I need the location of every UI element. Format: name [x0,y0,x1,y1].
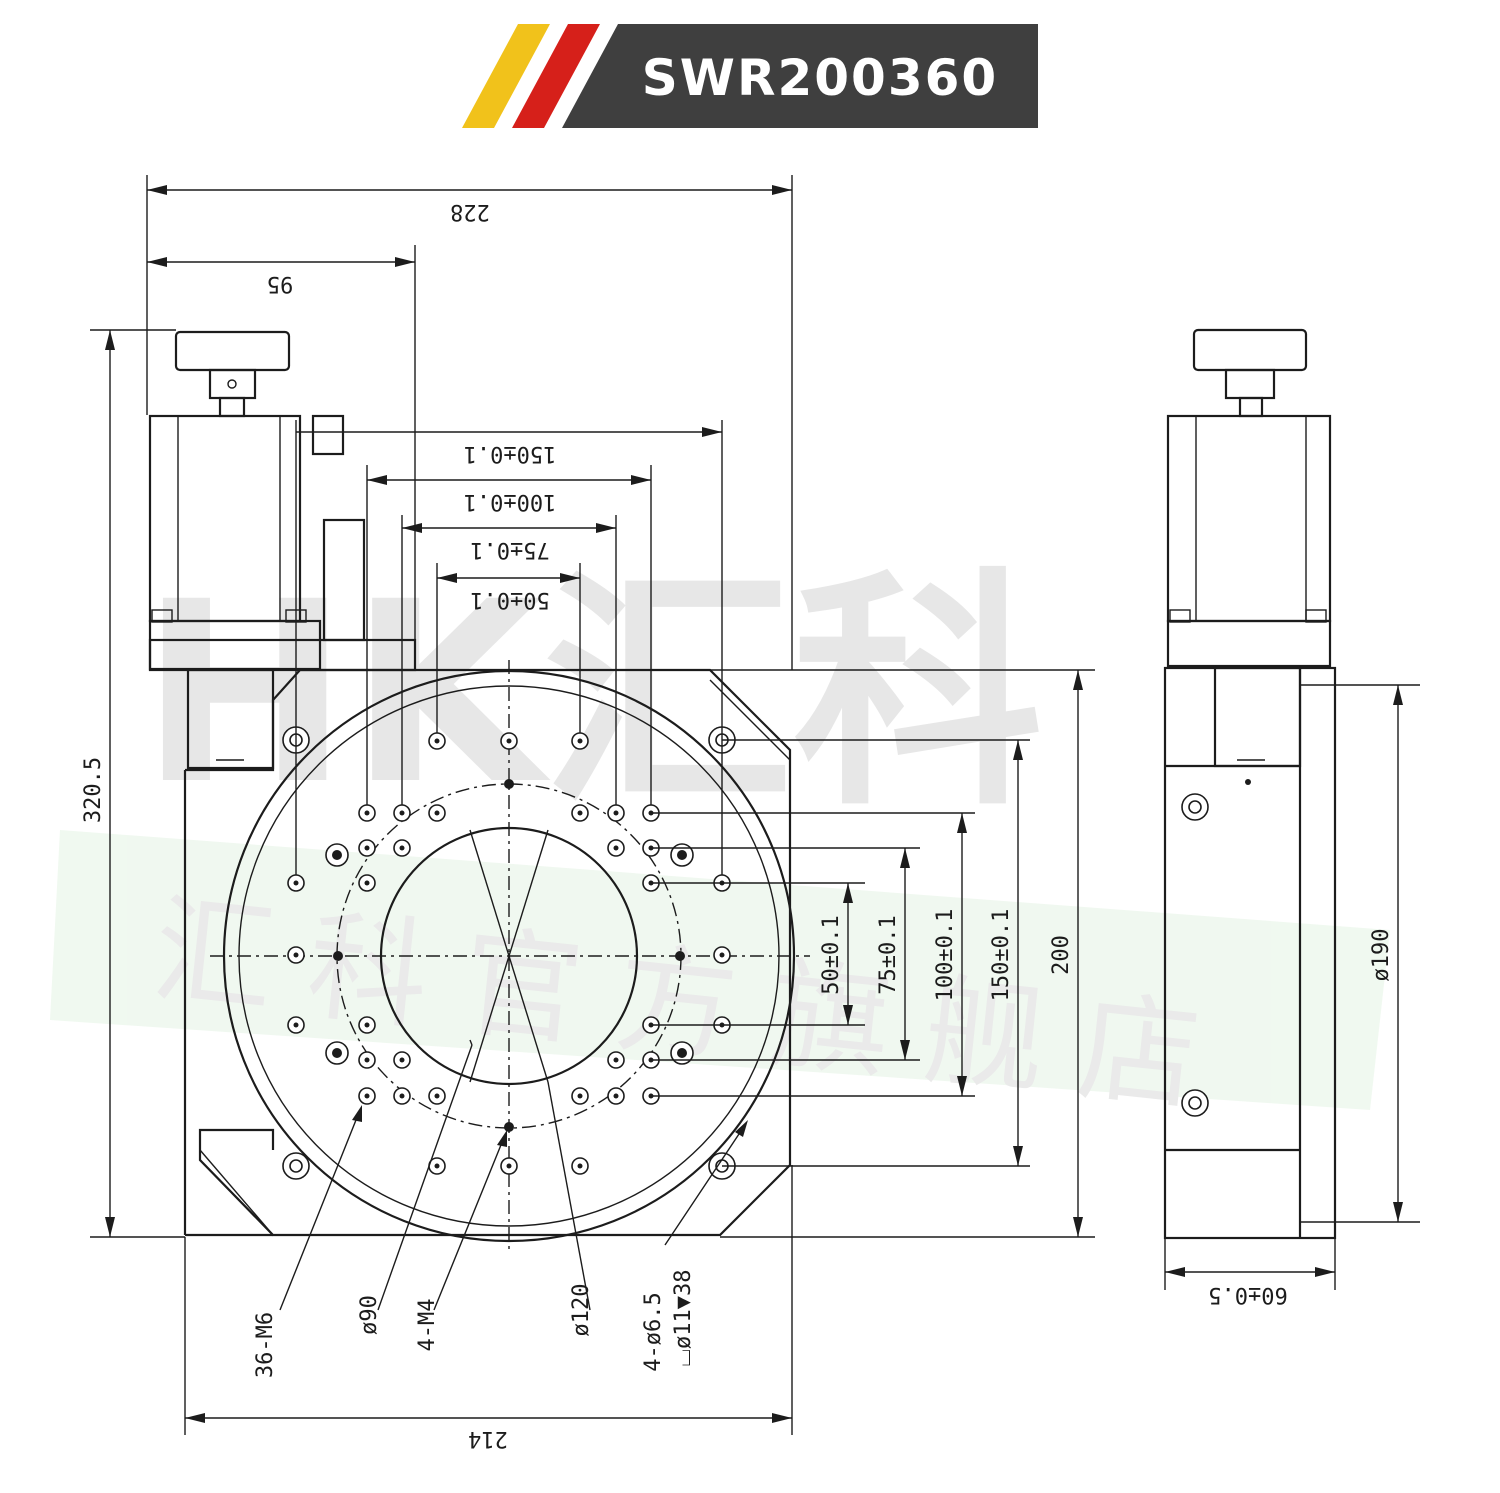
base-outline [185,668,792,1237]
dim-75-v: 75±0.1 [876,915,901,994]
dim-50-v: 50±0.1 [819,915,844,994]
motor-mount [148,638,417,672]
dimension-lines [105,185,1083,1423]
callout-dia-90: ø90 [357,1295,382,1335]
front-view: 228 95 320.5 150±0.1 100±0.1 75±0.1 50±0… [81,175,1095,1451]
dim-200: 200 [1049,935,1074,975]
dim-100-v: 100±0.1 [933,909,958,1002]
dim-50-h: 50±0.1 [470,587,549,612]
header-banner: SWR200360 [462,24,1038,128]
watermark-green-band [50,830,1390,1110]
motor-connector [311,414,345,456]
extension-lines [90,175,1095,1435]
model-title: SWR200360 [642,49,998,107]
dim-214: 214 [468,1426,508,1451]
callout-36-m6: 36-M6 [253,1312,278,1378]
dim-150-v: 150±0.1 [989,909,1014,1002]
callout-dia-120: ø120 [569,1284,594,1337]
red-stripe [512,24,600,128]
locating-pins [325,843,694,1065]
leader-lines [279,1039,748,1311]
yellow-stripe [462,24,550,128]
side-dim-60: 60±0.5 [1208,1282,1287,1307]
callout-4-m4: 4-M4 [415,1299,440,1352]
title-bar [562,24,1038,128]
watermark: HK汇科 汇科官方旗舰店 [50,548,1390,1132]
side-view: ø190 60±0.5 [1163,328,1420,1307]
motor-knob [174,330,291,372]
dim-75-h: 75±0.1 [470,537,549,562]
side-knob [1192,328,1308,372]
motor-coupler [218,396,246,418]
callout-counterbore-2: ⌴ø11▼38 [671,1269,696,1366]
side-dim-dia-190: ø190 [1369,929,1394,982]
dim-320-5: 320.5 [81,757,106,823]
dim-95: 95 [267,271,294,296]
callout-counterbore-1: 4-ø6.5 [641,1292,666,1371]
m4-hole-pattern [333,779,685,1132]
dim-100-h: 100±0.1 [464,489,557,514]
watermark-logo: HK汇科 [140,548,1043,839]
dim-150-h: 150±0.1 [464,441,557,466]
dim-228: 228 [450,199,490,224]
motor-knob-shaft [208,368,257,400]
knob-screw [227,379,237,389]
